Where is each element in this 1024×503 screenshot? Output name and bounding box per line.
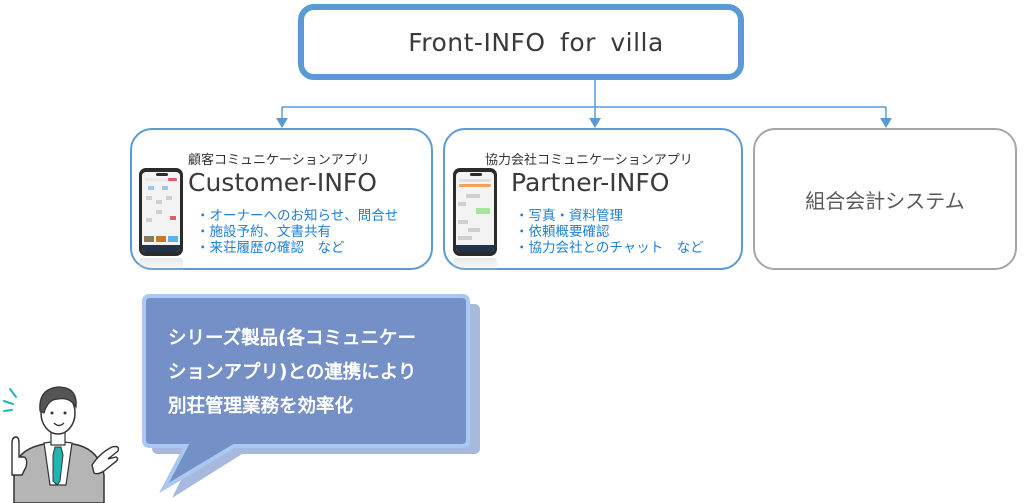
card-partner-info: 協力会社コミュニケーションアプリ Partner-INFO ・写真・資料管理 ・… <box>443 128 743 272</box>
card-accounting-system: 組合会計システム <box>753 128 1017 270</box>
arrowhead-partner <box>589 118 601 128</box>
feature-list: ・オーナーへのお知らせ、問合せ ・施設予約、文書共有 ・来荘履歴の確認 など <box>196 208 398 256</box>
callout-line: シリーズ製品(各コミュニケー <box>168 328 417 349</box>
callout-line: ションアプリ)との連携により <box>168 362 417 383</box>
card-customer-info: 顧客コミュニケーションアプリ Customer-INFO ・オーナーへのお知らせ… <box>130 128 433 272</box>
smartphone-icon <box>139 168 183 256</box>
smartphone-icon <box>453 168 497 256</box>
phone-reflection <box>139 258 183 272</box>
top-node-label: Front-INFO for villa <box>408 27 664 57</box>
bubble-body <box>142 294 470 494</box>
feature-item: ・来荘履歴の確認 など <box>196 240 345 256</box>
phone-reflection <box>453 258 497 272</box>
arrowhead-customer <box>276 118 288 128</box>
feature-item: ・オーナーへのお知らせ、問合せ <box>196 208 399 224</box>
businessman-icon <box>3 386 120 503</box>
callout-line: 別荘管理業務を効率化 <box>168 396 354 417</box>
card-title: Customer-INFO <box>188 168 377 197</box>
callout-text: シリーズ製品(各コミュニケー ションアプリ)との連携により 別荘管理業務を効率化 <box>168 322 468 424</box>
top-node-front-info: Front-INFO for villa <box>298 4 744 80</box>
feature-item: ・協力会社とのチャット など <box>515 240 704 256</box>
card-subtitle: 顧客コミュニケーションアプリ <box>188 153 370 168</box>
feature-item: ・依頼概要確認 <box>515 224 610 240</box>
feature-list: ・写真・資料管理 ・依頼概要確認 ・協力会社とのチャット など <box>515 208 704 256</box>
feature-item: ・施設予約、文書共有 <box>196 224 331 240</box>
card-subtitle: 協力会社コミュニケーションアプリ <box>485 153 693 168</box>
arrowhead-accounting <box>880 118 892 128</box>
speech-bubble <box>142 294 480 498</box>
feature-item: ・写真・資料管理 <box>515 208 623 224</box>
card-title: 組合会計システム <box>805 188 965 213</box>
card-title: Partner-INFO <box>511 168 670 197</box>
